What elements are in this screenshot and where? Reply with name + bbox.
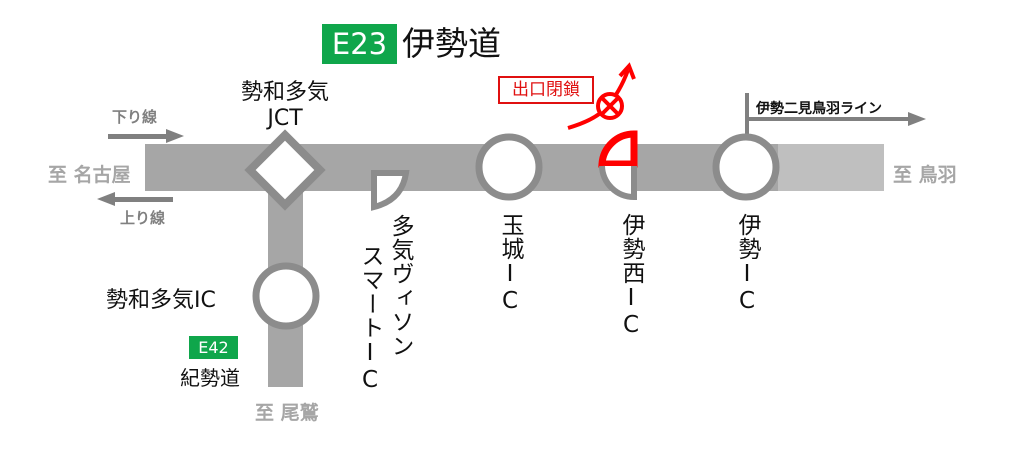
ise-nishi-ic-entrance (599, 165, 637, 201)
direction-west: 至 名古屋 (48, 164, 131, 186)
main-road (145, 144, 780, 191)
exit-closed-label: 出口閉鎖 (498, 76, 594, 104)
direction-south: 至 尾鷲 (255, 402, 319, 424)
smart-ic-label-line2: スマートIC (357, 244, 383, 394)
main-road-extension (778, 144, 884, 191)
ise-ic-node (712, 133, 780, 201)
smart-ic-node (371, 170, 410, 211)
route-title: 伊勢道 (402, 24, 501, 63)
side-road-label: 伊勢二見鳥羽ライン (756, 101, 882, 117)
up-line-arrow (97, 192, 173, 206)
ise-nishi-ic-exit-closed (598, 130, 638, 168)
tamaki-ic-node (475, 133, 543, 201)
down-line-arrow (108, 129, 184, 143)
smart-ic-label-line1: 多気ヴィソン (387, 214, 413, 358)
junction-suffix: JCT (267, 106, 303, 131)
seiwa-taki-ic-label: 勢和多気IC (106, 288, 216, 313)
up-line-label: 上り線 (120, 209, 166, 227)
direction-east: 至 鳥羽 (893, 164, 957, 186)
junction-name: 勢和多気 (240, 80, 329, 105)
down-line-label: 下り線 (112, 108, 158, 126)
junction-label: 勢和多気 JCT (232, 80, 338, 132)
side-road-connector (745, 93, 749, 138)
seiwa-taki-ic-node (252, 262, 320, 330)
ise-ic-label: 伊勢IC (734, 213, 760, 315)
route-badge-e23: E23 (322, 24, 397, 64)
route-badge-e42: E42 (189, 336, 238, 359)
tamaki-ic-label: 玉城IC (497, 213, 523, 315)
side-road-line (747, 117, 912, 121)
ise-nishi-ic-label: 伊勢西IC (618, 213, 644, 339)
branch-route-name: 紀勢道 (180, 366, 240, 390)
junction-diamond-icon (244, 129, 326, 211)
side-road-arrow-icon (908, 112, 926, 126)
closed-exit-icon (567, 62, 636, 130)
